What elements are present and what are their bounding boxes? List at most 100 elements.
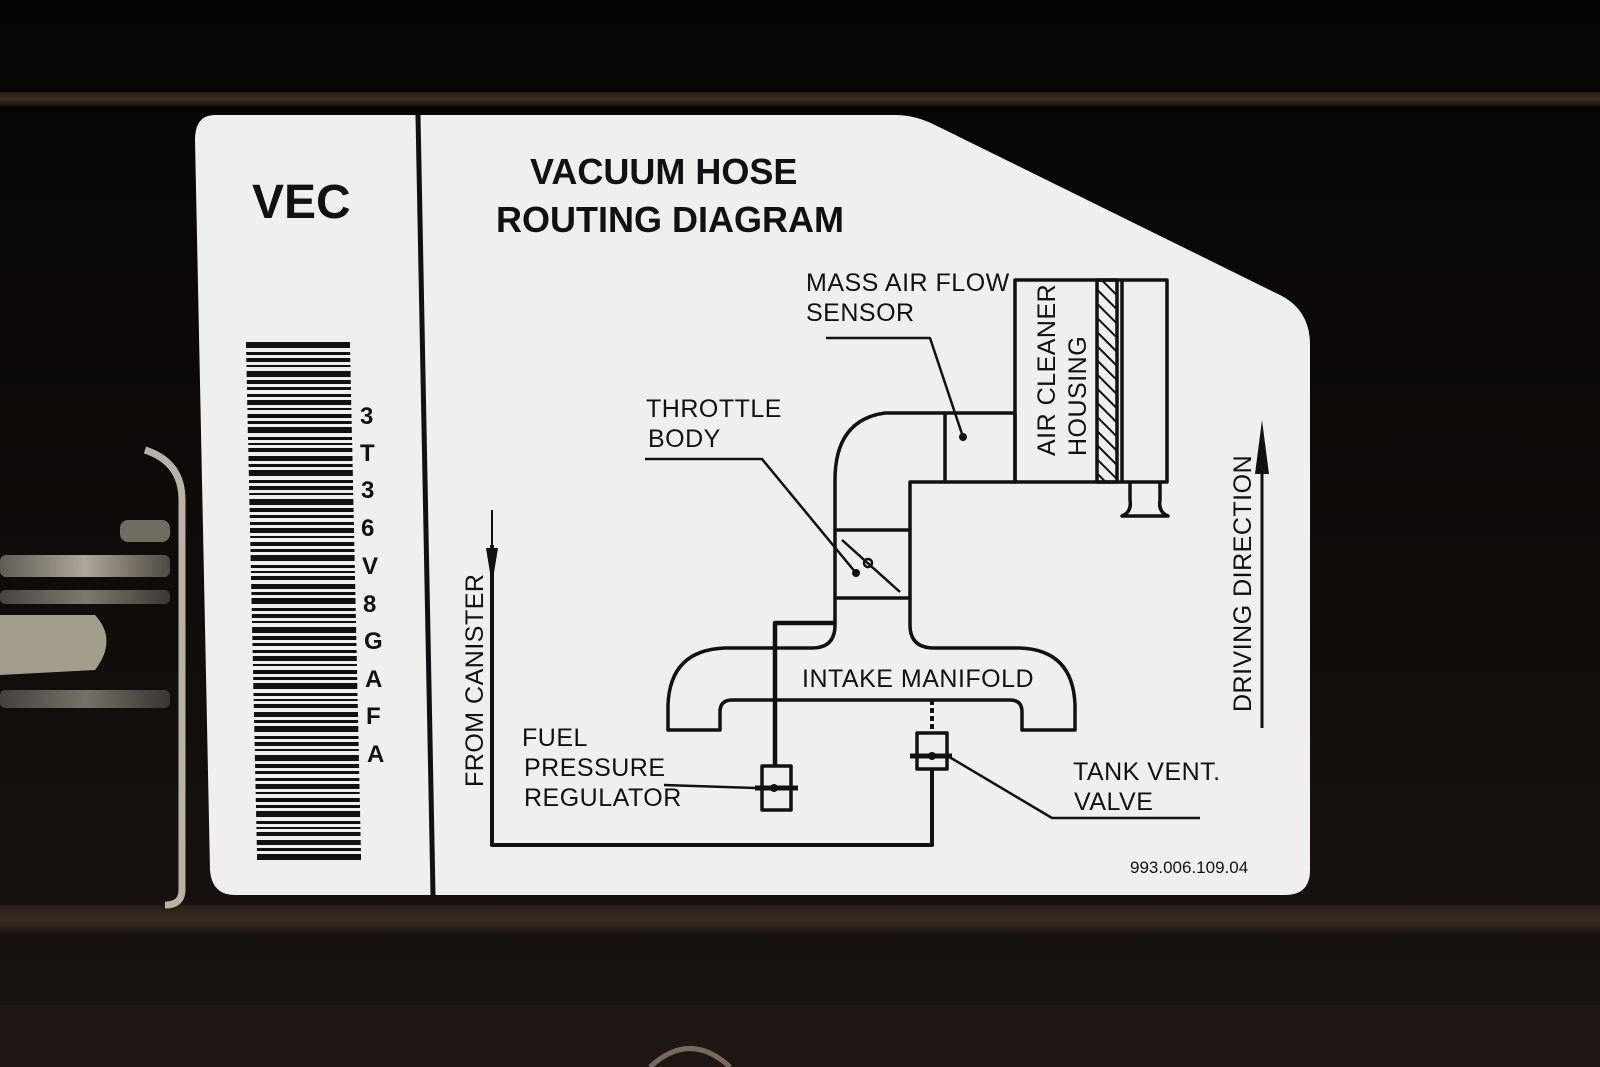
driving-direction-arrowhead [1255, 420, 1269, 474]
barcode-bar [248, 448, 353, 452]
brand-code: VEC [252, 176, 351, 229]
barcode-bar [256, 821, 361, 824]
barcode-bar [252, 627, 357, 633]
driving-direction-label: DRIVING DIRECTION [1229, 455, 1257, 712]
barcode-char-10: A [367, 741, 384, 768]
air-filter-hatch [1095, 278, 1119, 484]
barcode-bar [251, 598, 356, 604]
barcode-bar [248, 456, 353, 461]
barcode-bar [253, 683, 358, 689]
mass-air-flow-label-1: MASS AIR FLOW [806, 269, 1010, 297]
throttle-body-label-1: THROTTLE [646, 395, 782, 423]
barcode-bar [250, 528, 354, 533]
routing-diagram [490, 278, 1264, 847]
barcode-bar [254, 726, 359, 732]
barcode-bar [255, 764, 360, 768]
upper-rail [0, 92, 1600, 106]
label-divider [415, 114, 436, 896]
throttle-body-box [833, 528, 912, 600]
barcode-bar [247, 394, 352, 397]
air-cleaner-housing-box [1013, 278, 1169, 484]
throttle-body-label-2: BODY [648, 425, 721, 453]
barcode-bar [253, 670, 358, 674]
barcode-bar [255, 778, 360, 781]
barcode-bar [254, 736, 359, 739]
barcode-bar [250, 555, 355, 561]
barcode-bar [255, 792, 360, 794]
barcode-bar [254, 720, 359, 723]
barcode-char-5: V [362, 553, 378, 580]
barcode-bar [257, 854, 361, 860]
barcode-bar [248, 437, 352, 440]
barcode-bar [246, 352, 351, 355]
barcode-bar [253, 699, 358, 701]
barcode-bar [250, 571, 355, 573]
barcode-char-9: F [366, 703, 381, 730]
from-canister-label: FROM CANISTER [461, 574, 489, 787]
barcode-bar [254, 742, 359, 746]
barcode-char-7: G [364, 628, 383, 655]
barcode-bar [247, 427, 352, 433]
barcode-bar [249, 486, 354, 490]
barcode-bar [250, 542, 355, 546]
barcode-bar [254, 712, 358, 717]
part-number: 993.006.109.04 [1130, 858, 1248, 877]
barcode-bar [249, 515, 354, 518]
barcode-bar [251, 608, 356, 611]
barcode-bar [252, 650, 357, 653]
barcode-bar [256, 811, 361, 817]
barcode-bar [248, 443, 353, 445]
barcode-char-6: 8 [363, 591, 376, 618]
intake-manifold-outline [666, 598, 1077, 732]
barcode-bar [255, 784, 360, 789]
tank-vent-valve-label-1: TANK VENT. [1073, 758, 1221, 786]
barcode-bar [247, 387, 351, 390]
label-sticker [195, 115, 1310, 895]
barcode-char-3: 3 [361, 477, 374, 504]
barcode-bar [249, 480, 353, 483]
canister-arrowhead [486, 548, 498, 585]
air-cleaner-label-2: HOUSING [1064, 336, 1092, 456]
barcode-char-8: A [365, 666, 382, 693]
barcode-bar [247, 414, 352, 418]
barcode-bar [246, 342, 350, 348]
barcode-bar [256, 827, 361, 829]
air-cleaner-label-1: AIR CLEANER [1033, 284, 1061, 456]
barcode-bar [252, 664, 357, 666]
barcode-bar [254, 755, 359, 761]
barcode-bar [256, 805, 360, 808]
barcode-bar [251, 576, 355, 580]
barcode-bar [253, 677, 358, 680]
barcode-bar [246, 371, 351, 377]
barcode-char-2: T [360, 440, 375, 467]
bottom-panel [0, 1005, 1600, 1067]
bottom-hole [648, 1046, 732, 1067]
barcode-bar [256, 832, 361, 836]
barcode-bar [255, 798, 360, 802]
mass-air-flow-sensor-box [943, 411, 1017, 484]
barcode-bar [248, 470, 353, 476]
fuel-pressure-regulator-label-3: REGULATOR [524, 784, 682, 812]
barcode-bar [250, 549, 355, 552]
barcode-bar [256, 848, 361, 851]
tank-vent-valve-label-2: VALVE [1074, 788, 1153, 816]
barcode-bar [246, 380, 351, 384]
barcode-bar [251, 592, 356, 595]
fuel-pressure-regulator-label-1: FUEL [522, 724, 588, 752]
barcode-bar [249, 522, 354, 525]
barcode-bar [255, 771, 360, 774]
barcode-bar [249, 493, 354, 495]
intake-manifold-label: INTAKE MANIFOLD [802, 665, 1034, 693]
barcode-bar [246, 365, 351, 367]
title-line-2: ROUTING DIAGRAM [496, 199, 844, 240]
barcode-bar [252, 636, 357, 640]
lower-rail [0, 905, 1600, 935]
barcode-bar [248, 464, 353, 467]
fuel-pressure-regulator-label-2: PRESSURE [524, 754, 666, 782]
barcode-bar [247, 408, 352, 410]
barcode-bar [249, 508, 354, 512]
title-line-1: VACUUM HOSE [530, 151, 797, 192]
barcode-bar [251, 614, 356, 618]
barcode-bar [252, 621, 356, 623]
